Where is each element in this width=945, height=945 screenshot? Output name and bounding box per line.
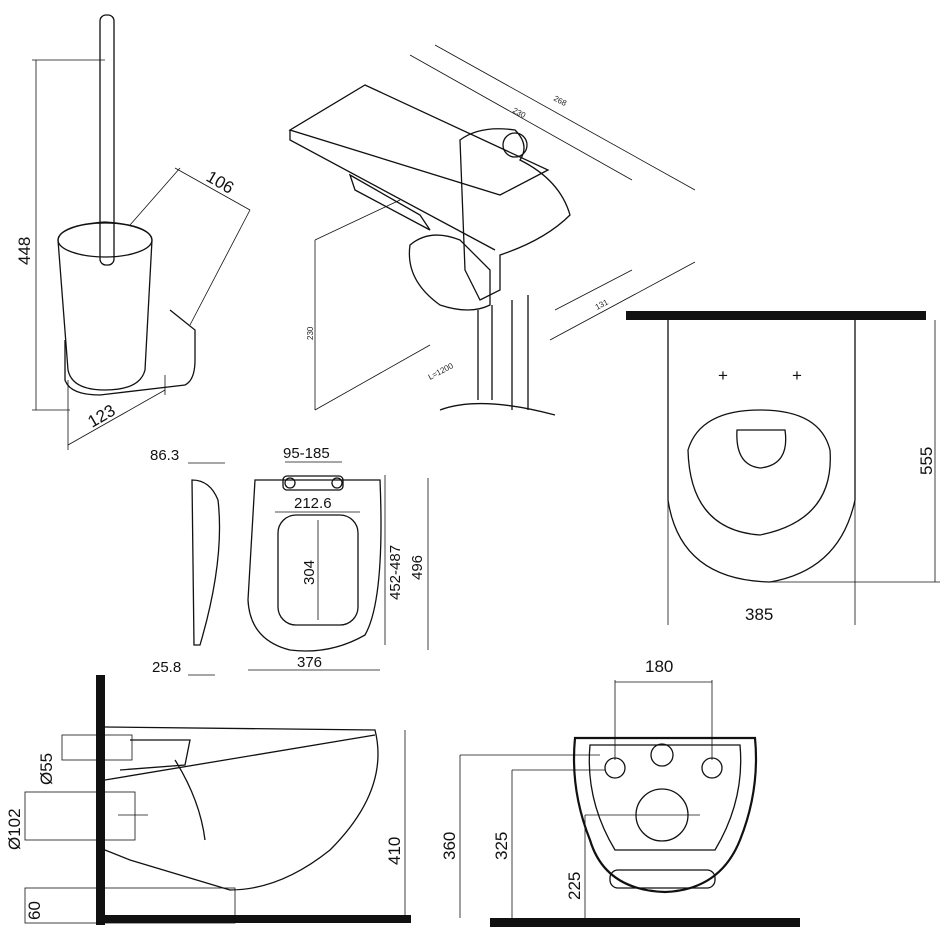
dim-212-6: 212.6 xyxy=(294,495,332,512)
dim-height: 448 xyxy=(15,237,34,265)
dim-410: 410 xyxy=(385,837,404,865)
dim-95-185: 95-185 xyxy=(283,445,330,462)
dim-180: 180 xyxy=(645,657,673,676)
bowl-side-view: Ø55 Ø102 60 410 xyxy=(5,675,411,925)
dim-496: 496 xyxy=(409,555,426,580)
dim-230: 230 xyxy=(511,106,527,120)
dim-60: 60 xyxy=(25,901,44,920)
dim-360: 360 xyxy=(440,832,459,860)
toilet-brush-holder: 448 106 123 xyxy=(15,14,251,450)
dim-vertical: 230 xyxy=(306,326,315,340)
dim-225: 225 xyxy=(565,872,584,900)
dim-depth: 106 xyxy=(203,167,237,198)
dim-25-8: 25.8 xyxy=(152,659,181,676)
dim-hose: L=1200 xyxy=(427,361,455,382)
dim-304: 304 xyxy=(301,560,318,585)
svg-text:+: + xyxy=(718,366,728,385)
dim-376: 376 xyxy=(297,654,322,671)
dim-width: 123 xyxy=(85,401,119,432)
dim-385: 385 xyxy=(745,605,773,624)
bowl-top-view: + + 555 385 xyxy=(626,311,940,625)
dim-dia-102: Ø102 xyxy=(5,808,24,850)
toilet-seat: 86.3 95-185 212.6 304 452-487 496 25.8 3… xyxy=(150,445,429,676)
dim-86-3: 86.3 xyxy=(150,447,179,464)
svg-text:+: + xyxy=(792,366,802,385)
dim-452-487: 452-487 xyxy=(387,545,404,600)
dim-268: 268 xyxy=(552,94,568,108)
hygienic-shower: 230 268 131 230 L=1200 xyxy=(288,44,696,416)
dim-325: 325 xyxy=(492,832,511,860)
bowl-rear-view: 180 360 325 225 xyxy=(440,657,800,927)
dim-555: 555 xyxy=(917,447,936,475)
dim-dia-55: Ø55 xyxy=(37,753,56,785)
dim-131: 131 xyxy=(594,297,610,311)
